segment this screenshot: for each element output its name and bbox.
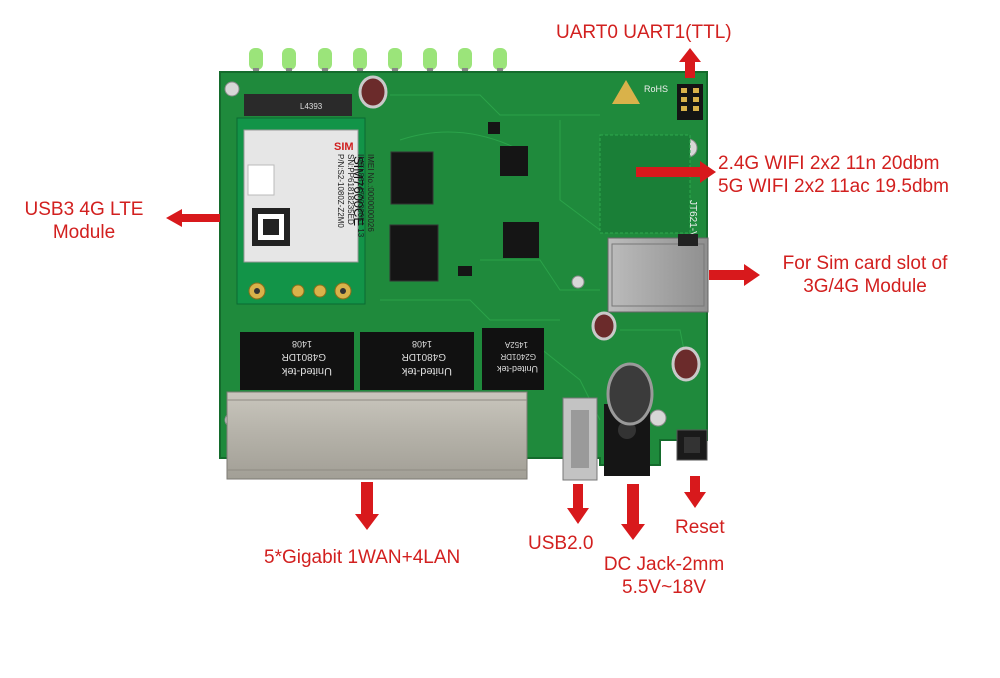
transformer: United-tek G2401DR 1452A — [482, 328, 544, 390]
wifi-chip — [503, 222, 539, 258]
mini-pcie-slot — [244, 94, 352, 116]
module-brand: SIM — [334, 141, 354, 153]
transformer: United-tek G4801DR 1408 — [240, 332, 354, 390]
transformer-brand: United-tek — [281, 365, 332, 377]
power-capacitor — [606, 362, 654, 426]
transformer-code: 1452A — [504, 340, 528, 349]
uart-header — [677, 84, 703, 120]
label-usb-text: USB2.0 — [528, 533, 594, 554]
transformer-brand: United-tek — [401, 365, 452, 377]
module-line: SN:PP61818235ED — [346, 154, 355, 225]
capacitor — [358, 75, 388, 109]
transformer-part: G4801DR — [402, 351, 446, 362]
transformer-code: 1408 — [292, 339, 312, 349]
reset-button — [676, 429, 708, 461]
label-uart-text: UART0 UART1(TTL) — [556, 22, 732, 43]
wifi-chip — [500, 146, 528, 176]
label-wifi-24: 2.4G WIFI 2x2 11n 20dbm — [718, 153, 940, 174]
arrow-left-lte — [166, 209, 220, 227]
transformer-part: G2401DR — [500, 352, 536, 361]
arrow-down-dc — [621, 484, 645, 540]
label-sim-line2: 3G/4G Module — [803, 276, 927, 297]
arrow-right-wifi — [636, 161, 716, 183]
label-ethernet-text: 5*Gigabit 1WAN+4LAN — [264, 547, 461, 568]
lte-module: SIM SIM7600CE P/N:S2-1080Z-Z2M0 SN:PP618… — [236, 117, 375, 305]
label-dc: DC Jack-2mm 5.5V~18V — [592, 553, 736, 599]
label-lte-line2: Module — [52, 222, 116, 243]
sim-card-slot — [607, 234, 709, 313]
label-dc-line1: DC Jack-2mm — [603, 554, 725, 575]
module-line: P/N:S2-1080Z-Z2M0 — [336, 154, 345, 228]
transformer: United-tek G4801DR 1408 — [360, 332, 474, 390]
label-dc-line2: 5.5V~18V — [622, 577, 706, 598]
rohs-mark: RoHS — [644, 84, 668, 94]
capacitor — [591, 311, 701, 382]
small-chip — [458, 266, 472, 276]
label-lte-line1: USB3 4G LTE — [24, 199, 144, 220]
label-sim: For Sim card slot of 3G/4G Module — [760, 252, 970, 298]
label-wifi-5: 5G WIFI 2x2 11ac 19.5dbm — [718, 176, 949, 197]
arrow-down-usb — [567, 484, 589, 524]
module-line: IMEI No.:0000000026 — [366, 154, 375, 232]
label-reset-text: Reset — [675, 517, 725, 538]
label-wifi: 2.4G WIFI 2x2 11n 20dbm 5G WIFI 2x2 11ac… — [718, 152, 949, 198]
module-line: IMEI:861477030051 13 — [356, 154, 365, 238]
esd-triangle — [612, 80, 640, 104]
arrows — [166, 48, 760, 540]
transformer-part: G4801DR — [282, 351, 326, 362]
label-usb: USB2.0 — [528, 532, 593, 555]
label-lte: USB3 4G LTE Module — [8, 198, 160, 244]
antenna-connectors — [248, 282, 352, 300]
edge-text: JT621-V — [687, 200, 698, 238]
arrow-up-uart — [679, 48, 701, 78]
rf-area — [599, 134, 691, 234]
label-sim-line1: For Sim card slot of — [782, 253, 948, 274]
label-reset: Reset — [675, 516, 725, 539]
transformer-code: 1408 — [412, 339, 432, 349]
arrow-right-sim — [709, 264, 760, 286]
arrow-down-reset — [684, 476, 706, 508]
transformer-brand: United-tek — [496, 364, 538, 374]
soc-chip — [389, 224, 439, 282]
ethernet-ports — [226, 391, 528, 480]
chips — [389, 122, 539, 282]
small-chip — [488, 122, 500, 134]
label-ethernet: 5*Gigabit 1WAN+4LAN — [264, 546, 460, 569]
arrow-down-ethernet — [355, 482, 379, 530]
usb-port — [562, 397, 598, 481]
memory-chip — [390, 151, 434, 205]
slot-label: L4393 — [300, 102, 323, 111]
module-name: SIM7600CE — [351, 156, 366, 226]
label-uart: UART0 UART1(TTL) — [556, 21, 732, 44]
